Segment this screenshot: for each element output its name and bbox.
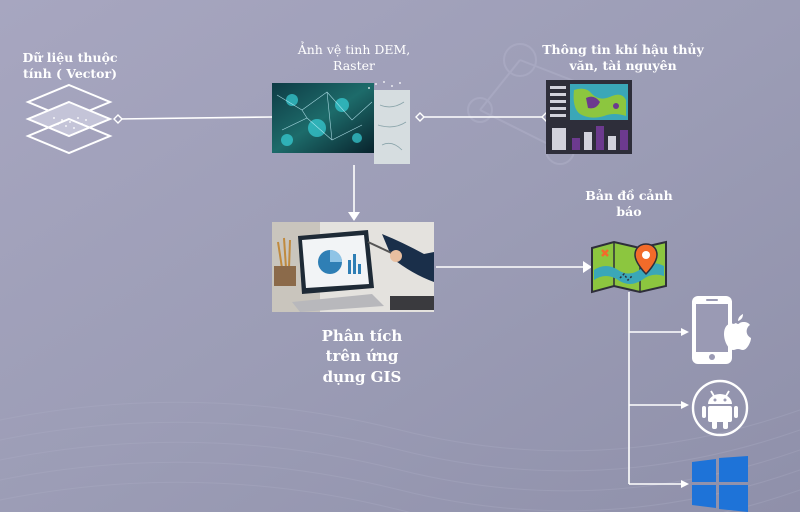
laptop-analysis-image — [272, 222, 434, 312]
map-pin-icon — [591, 240, 667, 294]
diamond-marker — [113, 114, 123, 124]
apple-icon — [692, 296, 751, 364]
satellite-image — [272, 81, 410, 164]
diamond-marker — [415, 112, 425, 122]
climate-label: Thông tin khí hậu thủy văn, tài nguyên — [542, 42, 704, 73]
vector-label: Dữ liệu thuộc tính ( Vector) — [22, 50, 118, 81]
warning-map-label: Bản đồ cảnh báo — [585, 188, 673, 219]
arrow-head — [681, 480, 689, 488]
gis-label: Phân tích trên ứng dụng GIS — [321, 327, 403, 386]
arrow-head — [681, 328, 689, 336]
arrow-head — [348, 212, 360, 221]
arrow-head — [583, 261, 592, 273]
layers-icon — [25, 83, 113, 155]
windows-icon — [692, 456, 748, 512]
android-icon — [691, 379, 749, 437]
connector-vector-satellite — [117, 116, 273, 120]
dashboard-map-icon — [546, 80, 632, 154]
satellite-label: Ảnh vệ tinh DEM, Raster — [297, 42, 411, 73]
arrow-head — [681, 401, 689, 409]
